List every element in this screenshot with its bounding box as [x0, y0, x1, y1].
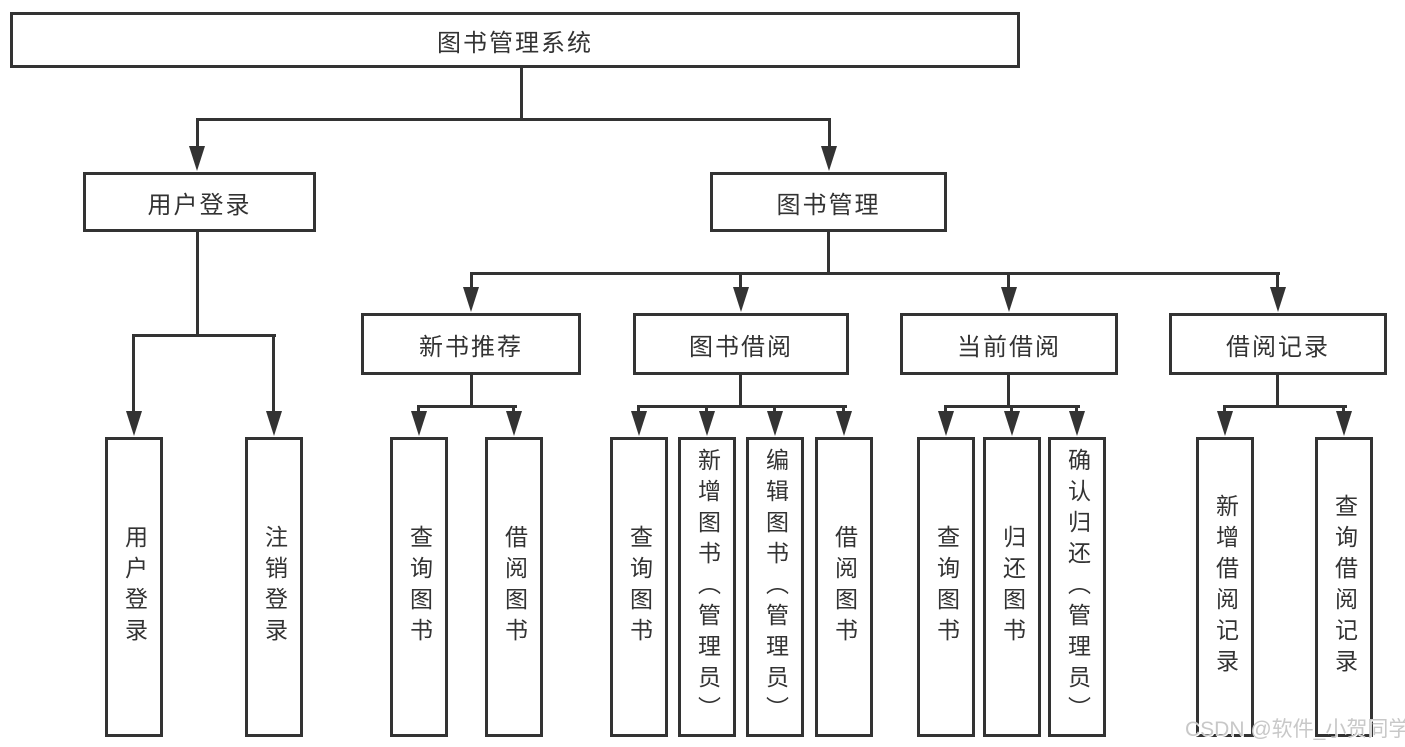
connector-line: [470, 375, 473, 408]
connector-line: [1007, 272, 1010, 289]
arrow-down-icon: [767, 411, 783, 436]
arrow-down-icon: [463, 287, 479, 312]
connector-line: [739, 375, 742, 408]
leaf-user-login: 用户登录: [105, 437, 163, 737]
connector-line: [842, 405, 845, 415]
arrow-down-icon: [938, 411, 954, 436]
leaf-add-book-admin-label: 新增图书（管理员）: [694, 447, 721, 727]
connector-line: [1223, 405, 1347, 408]
arrow-down-icon: [1217, 411, 1233, 436]
node-user-login-label: 用户登录: [147, 191, 252, 219]
connector-line: [637, 405, 847, 408]
node-current-borrowing-label: 当前借阅: [957, 333, 1061, 361]
leaf-logout-login-label: 注销登录: [261, 525, 288, 649]
arrow-down-icon: [189, 146, 205, 171]
leaf-return-book-label: 归还图书: [999, 525, 1026, 649]
node-new-book-recommendation-label: 新书推荐: [419, 333, 523, 361]
connector-line: [470, 272, 473, 289]
leaf-borrow-books-recommend-label: 借阅图书: [501, 525, 528, 649]
leaf-query-books-current: 查询图书: [917, 437, 975, 737]
node-user-login: 用户登录: [83, 172, 316, 232]
arrow-down-icon: [506, 411, 522, 436]
connector-line: [196, 232, 199, 337]
arrow-down-icon: [836, 411, 852, 436]
connector-line: [132, 334, 276, 337]
connector-line: [1007, 375, 1010, 408]
leaf-query-books-borrowing-label: 查询图书: [626, 525, 653, 649]
leaf-query-borrow-record-label: 查询借阅记录: [1331, 494, 1358, 680]
connector-line: [196, 118, 199, 152]
node-new-book-recommendation: 新书推荐: [361, 313, 581, 375]
connector-line: [739, 272, 742, 289]
leaf-query-books-current-label: 查询图书: [933, 525, 960, 649]
leaf-borrow-books-borrowing: 借阅图书: [815, 437, 873, 737]
connector-line: [828, 118, 831, 152]
connector-line: [637, 405, 640, 415]
leaf-user-login-label: 用户登录: [121, 525, 148, 649]
leaf-query-books-recommend: 查询图书: [390, 437, 448, 737]
leaf-add-book-admin: 新增图书（管理员）: [678, 437, 736, 737]
connector-line: [1223, 405, 1226, 415]
arrow-down-icon: [126, 411, 142, 436]
leaf-query-books-borrowing: 查询图书: [610, 437, 668, 737]
arrow-down-icon: [733, 287, 749, 312]
node-book-management: 图书管理: [710, 172, 947, 232]
arrow-down-icon: [699, 411, 715, 436]
leaf-logout-login: 注销登录: [245, 437, 303, 737]
connector-line: [512, 405, 515, 415]
arrow-down-icon: [411, 411, 427, 436]
connector-line: [1276, 375, 1279, 408]
watermark: CSDN @软件_小贺同学: [1185, 718, 1405, 741]
leaf-edit-book-admin: 编辑图书（管理员）: [746, 437, 804, 737]
leaf-confirm-return-admin: 确认归还（管理员）: [1048, 437, 1106, 737]
node-book-borrowing: 图书借阅: [633, 313, 849, 375]
leaf-add-borrow-record: 新增借阅记录: [1196, 437, 1254, 737]
node-book-management-label: 图书管理: [776, 191, 881, 219]
connector-line: [470, 272, 1280, 275]
leaf-query-books-recommend-label: 查询图书: [406, 525, 433, 649]
arrow-down-icon: [1004, 411, 1020, 436]
arrow-down-icon: [1001, 287, 1017, 312]
connector-line: [1075, 405, 1078, 415]
connector-line: [520, 68, 523, 119]
arrow-down-icon: [631, 411, 647, 436]
connector-line: [705, 405, 708, 415]
leaf-borrow-books-recommend: 借阅图书: [485, 437, 543, 737]
arrow-down-icon: [821, 146, 837, 171]
leaf-query-borrow-record: 查询借阅记录: [1315, 437, 1373, 737]
connector-line: [132, 334, 135, 415]
leaf-edit-book-admin-label: 编辑图书（管理员）: [762, 447, 789, 727]
leaf-confirm-return-admin-label: 确认归还（管理员）: [1064, 447, 1091, 727]
leaf-borrow-books-borrowing-label: 借阅图书: [831, 525, 858, 649]
leaf-return-book: 归还图书: [983, 437, 1041, 737]
connector-line: [1010, 405, 1013, 415]
leaf-add-borrow-record-label: 新增借阅记录: [1212, 494, 1239, 680]
node-borrowing-records: 借阅记录: [1169, 313, 1387, 375]
connector-line: [1276, 272, 1279, 289]
node-library-system-label: 图书管理系统: [437, 29, 593, 57]
arrow-down-icon: [266, 411, 282, 436]
arrow-down-icon: [1270, 287, 1286, 312]
arrow-down-icon: [1069, 411, 1085, 436]
connector-line: [196, 118, 831, 121]
node-current-borrowing: 当前借阅: [900, 313, 1118, 375]
connector-line: [827, 232, 830, 275]
node-book-borrowing-label: 图书借阅: [689, 333, 793, 361]
arrow-down-icon: [1336, 411, 1352, 436]
connector-line: [417, 405, 517, 408]
node-borrowing-records-label: 借阅记录: [1226, 333, 1330, 361]
connector-line: [1342, 405, 1345, 415]
node-library-system: 图书管理系统: [10, 12, 1020, 68]
connector-line: [417, 405, 420, 415]
connector-line: [773, 405, 776, 415]
connector-line: [944, 405, 947, 415]
connector-line: [272, 334, 275, 415]
